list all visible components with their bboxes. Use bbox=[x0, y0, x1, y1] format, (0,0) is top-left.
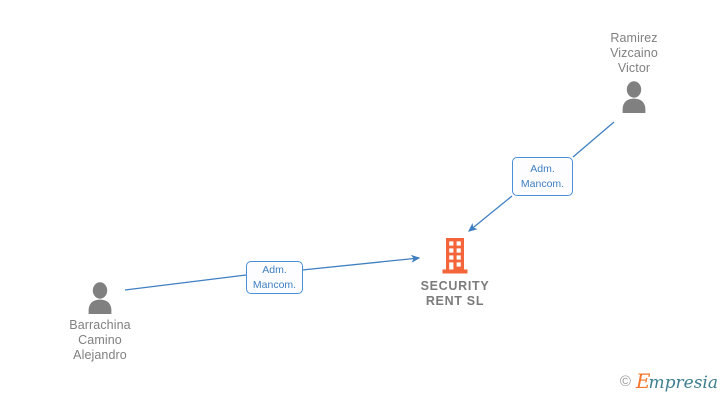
person-icon bbox=[88, 282, 112, 314]
edge-ramirez-to-company bbox=[467, 121, 615, 232]
node-company-security-rent[interactable]: SECURITY RENT SL bbox=[395, 238, 515, 309]
edge-line-left-segment bbox=[124, 274, 247, 291]
brand-name: mpresia bbox=[648, 373, 719, 393]
person-name-label: Barrachina Camino Alejandro bbox=[69, 318, 131, 362]
edge-label-adm-mancom-lower[interactable]: Adm. Mancom. bbox=[246, 261, 303, 294]
copyright-icon: © bbox=[619, 373, 631, 390]
person-icon bbox=[622, 81, 646, 113]
building-icon bbox=[442, 238, 468, 274]
edge-line-upper-segment bbox=[572, 121, 615, 158]
edge-label-adm-mancom-upper[interactable]: Adm. Mancom. bbox=[512, 157, 573, 196]
person-name-label: Ramirez Vizcaino Victor bbox=[610, 31, 658, 75]
empresia-logo[interactable]: © E mpresia bbox=[620, 371, 718, 392]
company-name-label: SECURITY RENT SL bbox=[420, 279, 490, 308]
edge-line-lower-segment-with-arrow bbox=[467, 195, 513, 232]
brand-initial: E bbox=[635, 369, 651, 393]
edge-label-text: Adm. Mancom. bbox=[252, 263, 297, 291]
node-person-barrachina[interactable]: Barrachina Camino Alejandro bbox=[35, 281, 165, 363]
edge-barrachina-to-company bbox=[124, 254, 421, 291]
edge-line-right-segment-with-arrow bbox=[301, 254, 421, 271]
node-person-ramirez[interactable]: Ramirez Vizcaino Victor bbox=[564, 31, 704, 114]
edge-label-text: Adm. Mancom. bbox=[520, 162, 565, 190]
